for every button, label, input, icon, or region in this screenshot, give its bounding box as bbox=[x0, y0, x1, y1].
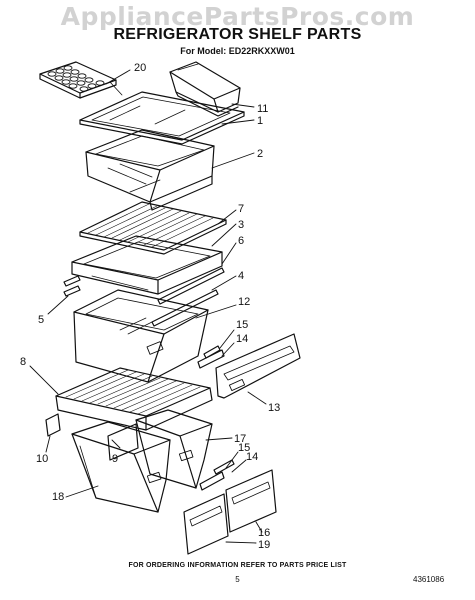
callout-13: 13 bbox=[268, 402, 280, 414]
part-lower-wire-shelf bbox=[55, 367, 213, 431]
callout-8: 8 bbox=[20, 356, 26, 368]
part-crisper-pan bbox=[73, 289, 209, 383]
part-drawer-frame bbox=[71, 235, 223, 295]
callout-16: 16 bbox=[258, 527, 270, 539]
part-drawer-pull-upper bbox=[197, 345, 225, 369]
ordering-note: FOR ORDERING INFORMATION REFER TO PARTS … bbox=[128, 562, 347, 569]
callout-6: 6 bbox=[238, 235, 244, 247]
part-drawer-pull-lower bbox=[199, 459, 235, 491]
callout-1: 1 bbox=[257, 115, 263, 127]
part-front-panel-right bbox=[225, 469, 277, 533]
page-title: REFRIGERATOR SHELF PARTS bbox=[113, 26, 362, 43]
callout-3: 3 bbox=[238, 219, 244, 231]
part-shelf-tray bbox=[85, 129, 215, 211]
part-cover-panel bbox=[215, 333, 301, 399]
callout-2: 2 bbox=[257, 148, 263, 160]
watermark: AppliancePartsPros.com bbox=[60, 2, 415, 31]
callout-20: 20 bbox=[134, 62, 146, 74]
callout-7: 7 bbox=[238, 203, 244, 215]
callout-5: 5 bbox=[38, 314, 44, 326]
callout-17: 17 bbox=[234, 433, 246, 445]
callout-14-lower: 14 bbox=[246, 451, 258, 463]
part-wire-shelf bbox=[79, 201, 227, 255]
callout-9: 9 bbox=[112, 453, 118, 465]
part-egg-tray bbox=[39, 61, 117, 99]
part-slide-rails bbox=[63, 267, 225, 327]
page-number: 5 bbox=[235, 575, 240, 584]
document-number: 4361086 bbox=[413, 575, 445, 584]
part-left-bin bbox=[71, 421, 171, 513]
part-front-panel-left bbox=[183, 493, 229, 555]
part-side-bracket bbox=[45, 413, 61, 437]
part-storage-bin bbox=[169, 61, 241, 117]
callout-19: 19 bbox=[258, 539, 270, 551]
model-line: For Model: ED22RKXXW01 bbox=[180, 46, 295, 56]
callout-18: 18 bbox=[52, 491, 64, 503]
part-glass-shelf bbox=[79, 81, 245, 145]
callout-11: 11 bbox=[257, 103, 268, 115]
callout-12: 12 bbox=[238, 296, 250, 308]
callout-10: 10 bbox=[36, 453, 48, 465]
callout-14-upper: 14 bbox=[236, 333, 248, 345]
callout-15-upper: 15 bbox=[236, 319, 248, 331]
callout-4: 4 bbox=[238, 270, 244, 282]
part-right-bin bbox=[135, 409, 213, 489]
callout-15-lower: 15 bbox=[238, 442, 250, 454]
